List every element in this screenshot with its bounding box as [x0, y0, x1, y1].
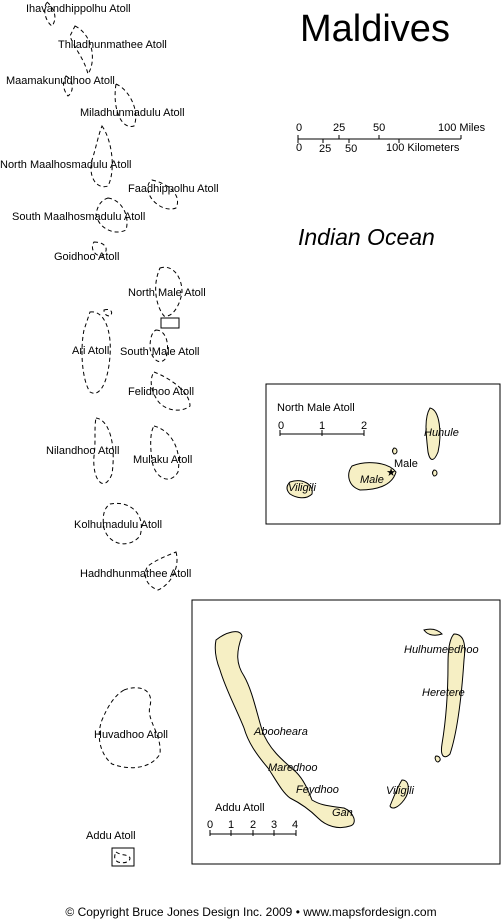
- place-gan: Gan: [332, 807, 353, 819]
- label-miladhunmadulu: Miladhunmadulu Atoll: [80, 107, 185, 119]
- scale-km-0: 0: [296, 142, 303, 154]
- south-maalhosmadulu-outline: [95, 197, 128, 233]
- scale-miles-50: 50: [373, 122, 386, 134]
- south-male-outline: [149, 329, 169, 363]
- ari-outline: [81, 311, 111, 394]
- north-male-inset-marker: [160, 317, 180, 329]
- huvadhoo-outline: [98, 687, 161, 769]
- label-mulaku: Mulaku Atoll: [133, 454, 193, 466]
- north-male-scale-0: 0: [278, 420, 285, 432]
- place-male-city: Male: [394, 458, 418, 470]
- label-ihavandhippolhu: Ihavandhippolhu Atoll: [26, 3, 131, 15]
- north-male-inset-scale: [279, 430, 365, 436]
- goidhoo-outline: [91, 241, 107, 257]
- main-scale-bar: [297, 135, 462, 143]
- north-maalhosmadulu-outline: [90, 124, 113, 188]
- north-male-inset-title: North Male Atoll: [277, 402, 355, 414]
- west-rim-island: [214, 631, 355, 829]
- male-island: [348, 462, 397, 491]
- label-addu: Addu Atoll: [86, 830, 136, 842]
- label-huvadhoo: Huvadhoo Atoll: [94, 729, 168, 741]
- label-thiladhunmathee: Thiladhunmathee Atoll: [58, 39, 167, 51]
- label-north-male: North Male Atoll: [128, 287, 206, 299]
- hulhumeedhoo-island: [441, 633, 466, 758]
- miladhunmadulu-outline: [114, 83, 137, 127]
- place-feydhoo: Feydhoo: [296, 784, 339, 796]
- label-south-maalhosmadulu: South Maalhosmadulu Atoll: [12, 211, 146, 223]
- scale-miles-0: 0: [296, 122, 303, 134]
- scale-km-100: 100 Kilometers: [386, 142, 460, 154]
- label-kolhumadulu: Kolhumadulu Atoll: [74, 519, 163, 531]
- scale-miles-25: 25: [333, 122, 346, 134]
- place-huhule: Huhule: [424, 427, 459, 439]
- mulaku-outline: [150, 425, 180, 480]
- addu-scale-1: 1: [228, 819, 235, 831]
- scale-km-25: 25: [319, 143, 332, 155]
- label-south-male: South Male Atoll: [120, 346, 200, 358]
- place-viligili-north-male: Viligili: [288, 482, 316, 494]
- place-maredhoo: Maredhoo: [268, 762, 318, 774]
- label-nilandhoo: Nilandhoo Atoll: [46, 445, 120, 457]
- addu-inset-marker: [111, 847, 135, 867]
- nilandhoo-outline: [93, 417, 114, 485]
- place-male-island: Male: [360, 474, 384, 486]
- addu-scale-0: 0: [207, 819, 214, 831]
- north-male-scale-1: 1: [319, 420, 326, 432]
- label-maamakunudhoo: Maamakunudhoo Atoll: [6, 75, 115, 87]
- addu-scale-2: 2: [250, 819, 257, 831]
- label-north-maalhosmadulu: North Maalhosmadulu Atoll: [0, 159, 132, 171]
- ocean-label: Indian Ocean: [298, 224, 435, 250]
- addu-inset-title: Addu Atoll: [215, 802, 265, 814]
- map-title: Maldives: [300, 8, 450, 50]
- viligili-island: [286, 480, 313, 499]
- huhule-island: [425, 407, 441, 460]
- label-hadhdhunmathee: Hadhdhunmathee Atoll: [80, 568, 192, 580]
- north-male-scale-2: 2: [361, 420, 368, 432]
- label-faadhippolhu: Faadhippolhu Atoll: [128, 183, 219, 195]
- place-heretere: Heretere: [422, 687, 465, 699]
- felidhoo-outline: [150, 371, 191, 411]
- small-islet-2: [432, 469, 438, 477]
- place-hulhumeedhoo: Hulhumeedhoo: [404, 644, 479, 656]
- scale-km-50: 50: [345, 143, 358, 155]
- north-male-inset-frame: [265, 383, 501, 525]
- faadhippolhu-outline: [147, 179, 178, 210]
- maamakunudhoo-outline: [63, 75, 73, 97]
- addu-inset-scale: [209, 830, 297, 836]
- place-abooheara: Abooheara: [254, 726, 308, 738]
- label-goidhoo: Goidhoo Atoll: [54, 251, 120, 263]
- addu-scale-4: 4: [292, 819, 299, 831]
- small-islet-1: [392, 447, 398, 455]
- viligili-addu-island: [389, 779, 409, 809]
- male-star-icon: ★: [386, 467, 396, 479]
- addu-outline: [114, 851, 131, 864]
- ihavandhippolhu-outline: [44, 1, 56, 27]
- label-felidhoo: Felidhoo Atoll: [128, 386, 195, 398]
- scale-miles-100: 100 Miles: [438, 122, 486, 134]
- place-viligili-addu: Viligili: [386, 785, 414, 797]
- hadhdhunmathee-outline: [144, 551, 178, 591]
- copyright-footer: © Copyright Bruce Jones Design Inc. 2009…: [65, 905, 437, 919]
- kolhumadulu-outline: [102, 502, 142, 545]
- label-ari: Ari Atoll: [72, 345, 110, 357]
- north-male-outline: [155, 266, 183, 317]
- north-islet: [423, 628, 443, 636]
- thiladhunmathee-outline: [69, 25, 93, 76]
- ari-north-outline: [103, 309, 113, 317]
- east-islet: [434, 755, 441, 763]
- addu-scale-3: 3: [271, 819, 278, 831]
